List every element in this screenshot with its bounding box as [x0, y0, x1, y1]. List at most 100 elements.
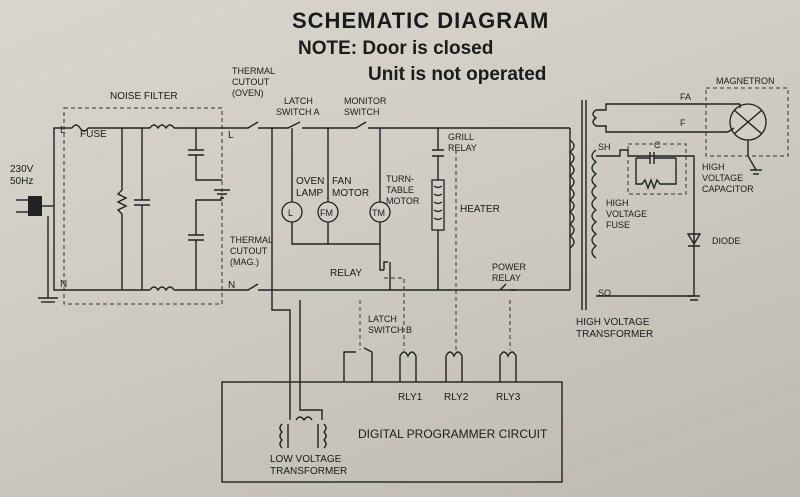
- fa-label: FA: [680, 92, 691, 102]
- filter-capacitor-1-icon: [134, 128, 150, 290]
- grill-relay-label-2: RELAY: [448, 143, 477, 153]
- latch-switch-b-icon: [343, 347, 373, 382]
- turntable-label-2: TABLE: [386, 185, 414, 195]
- c-label: C: [654, 140, 661, 150]
- fan-motor-label-1: FAN: [332, 176, 351, 187]
- diagram-title: SCHEMATIC DIAGRAM: [292, 8, 549, 33]
- cutout-neutral-label: N: [228, 280, 235, 291]
- neutral-wire: [53, 206, 64, 291]
- thermal-cutout-oven-switch-icon: [240, 121, 272, 129]
- turntable-motor-symbol: TM: [372, 208, 385, 218]
- note-line-2: Unit is not operated: [368, 64, 546, 85]
- magnetron-box: [705, 87, 789, 157]
- rly1-label: RLY1: [398, 392, 423, 403]
- power-plug-icon: [16, 196, 58, 303]
- hv-fuse-label-3: FUSE: [606, 220, 630, 230]
- diode-label: DIODE: [712, 236, 741, 246]
- diode-icon: [686, 233, 702, 247]
- fan-motor-symbol: FM: [320, 208, 333, 218]
- thermal-mag-label-1: THERMAL: [230, 235, 273, 245]
- rly3-label: RLY3: [496, 392, 521, 403]
- lvt-label-2: TRANSFORMER: [270, 466, 347, 477]
- live-label: L: [60, 125, 66, 136]
- turntable-motor-icon: [369, 201, 391, 223]
- hv-capacitor-resistor-icon: [635, 158, 677, 190]
- oven-lamp-label-1: OVEN: [296, 176, 324, 187]
- thermal-mag-label-3: (MAG.): [230, 257, 259, 267]
- power-relay-contact-icon: [499, 283, 516, 291]
- hv-capacitor-box: [627, 143, 687, 195]
- hvt-label-1: HIGH VOLTAGE: [576, 317, 650, 328]
- heater-label: HEATER: [460, 204, 500, 215]
- live-wire: [53, 127, 64, 206]
- so-label: SO: [598, 288, 611, 298]
- magnetron-ground-icon: [747, 140, 762, 175]
- oven-lamp-icon: [281, 201, 303, 223]
- filter-capacitor-2-icon: [188, 128, 222, 181]
- filter-resistor-icon: [116, 128, 128, 290]
- rly2-label: RLY2: [444, 392, 469, 403]
- hv-fuse-label-2: VOLTAGE: [606, 209, 647, 219]
- f-label: F: [680, 118, 686, 128]
- noise-filter-label: NOISE FILTER: [110, 91, 178, 102]
- low-voltage-transformer-icon: [279, 423, 327, 449]
- relay-contact-icon: [383, 261, 391, 290]
- supply-voltage-label: 230V: [10, 164, 34, 175]
- neutral-label: N: [60, 279, 67, 290]
- monitor-switch-icon: [344, 121, 570, 129]
- latch-b-label-1: LATCH: [368, 314, 397, 324]
- filter-coil-top-icon: [149, 124, 175, 130]
- hv-filament-winding-icon: [592, 109, 598, 127]
- fan-motor-label-2: MOTOR: [332, 188, 369, 199]
- latch-a-label-2: SWITCH A: [276, 107, 320, 117]
- relay-label: RELAY: [330, 268, 362, 279]
- rly1-coil-icon: [399, 351, 417, 382]
- latch-a-label-1: LATCH: [284, 96, 313, 106]
- supply-frequency-label: 50Hz: [10, 176, 33, 187]
- hv-transformer-secondary-icon: [591, 149, 598, 259]
- grill-relay-contact-icon: [432, 128, 444, 180]
- hv-transformer-core: [581, 100, 587, 310]
- filter-coil-bottom-icon: [149, 286, 175, 292]
- hv-capacitor-label-3: CAPACITOR: [702, 184, 754, 194]
- fuse-symbol-icon: [71, 124, 89, 132]
- thermal-mag-label-2: CUTOUT: [230, 246, 268, 256]
- monitor-label-1: MONITOR: [344, 96, 387, 106]
- power-relay-label-1: POWER: [492, 262, 527, 272]
- turntable-label-1: TURN-: [386, 174, 414, 184]
- rly2-coil-icon: [445, 351, 463, 382]
- fan-motor-icon: [317, 201, 339, 223]
- cutout-live-label: L: [228, 130, 234, 141]
- latch-b-label-2: SWITCH B: [368, 325, 412, 335]
- oven-lamp-symbol: L: [288, 208, 293, 218]
- fuse-label: FUSE: [80, 129, 107, 140]
- rly3-coil-icon: [499, 351, 517, 382]
- lvt-label-1: LOW VOLTAGE: [270, 454, 342, 465]
- sh-label: SH: [598, 142, 611, 152]
- thermal-oven-label-3: (OVEN): [232, 88, 264, 98]
- thermal-cutout-mag-switch-icon: [240, 283, 272, 291]
- hvt-label-2: TRANSFORMER: [576, 329, 653, 340]
- digital-programmer-box: [221, 381, 563, 483]
- noise-filter-box: [63, 107, 223, 305]
- hv-capacitor-label-2: VOLTAGE: [702, 173, 743, 183]
- hv-fuse-label-1: HIGH: [606, 198, 629, 208]
- turntable-label-3: MOTOR: [386, 196, 420, 206]
- hv-capacitor-icon: [636, 152, 676, 164]
- note-line-1: NOTE: Door is closed: [298, 38, 493, 59]
- grill-relay-label-1: GRILL: [448, 132, 474, 142]
- filter-capacitor-3-icon: [188, 199, 222, 290]
- filter-ground-icon: [214, 189, 230, 199]
- latch-switch-a-icon: [272, 121, 344, 129]
- thermal-oven-label-1: THERMAL: [232, 66, 275, 76]
- oven-lamp-label-2: LAMP: [296, 188, 324, 199]
- power-relay-label-2: RELAY: [492, 273, 521, 283]
- hv-capacitor-label-1: HIGH: [702, 162, 725, 172]
- hv-transformer-primary-icon: [568, 139, 575, 249]
- thermal-oven-label-2: CUTOUT: [232, 77, 270, 87]
- magnetron-label: MAGNETRON: [716, 76, 775, 86]
- monitor-label-2: SWITCH: [344, 107, 380, 117]
- digital-programmer-label: DIGITAL PROGRAMMER CIRCUIT: [358, 427, 548, 441]
